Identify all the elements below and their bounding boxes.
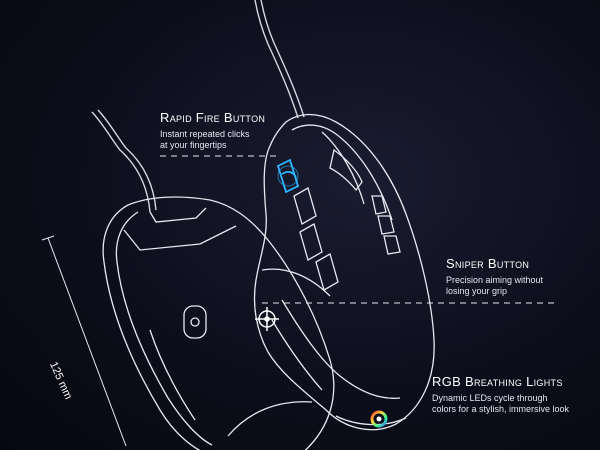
rgb-light-icon [370, 410, 388, 428]
mouse-bottom-view [102, 196, 335, 450]
rgb-description: Dynamic LEDs cycle through colors for a … [432, 393, 570, 414]
rgb-callout: RGB Breathing Lights Dynamic LEDs cycle … [432, 374, 569, 415]
mouse-side-view [253, 113, 435, 431]
dimension-line [41, 235, 127, 447]
cable-right [254, 0, 305, 119]
sniper-description: Precision aiming without losing your gri… [446, 275, 544, 296]
rapid-fire-button-highlight [276, 158, 300, 194]
sniper-crosshair-icon [255, 307, 279, 331]
rapid-fire-callout: Rapid Fire Button Instant repeated click… [160, 110, 265, 151]
rapid-fire-description: Instant repeated clicks at your fingerti… [160, 129, 250, 150]
cable-left [91, 109, 157, 213]
rapid-fire-title: Rapid Fire Button [160, 110, 266, 125]
sniper-callout: Sniper Button Precision aiming without l… [446, 256, 543, 297]
leader-lines [160, 155, 556, 304]
sniper-title: Sniper Button [446, 256, 530, 271]
rgb-title: RGB Breathing Lights [432, 374, 563, 389]
